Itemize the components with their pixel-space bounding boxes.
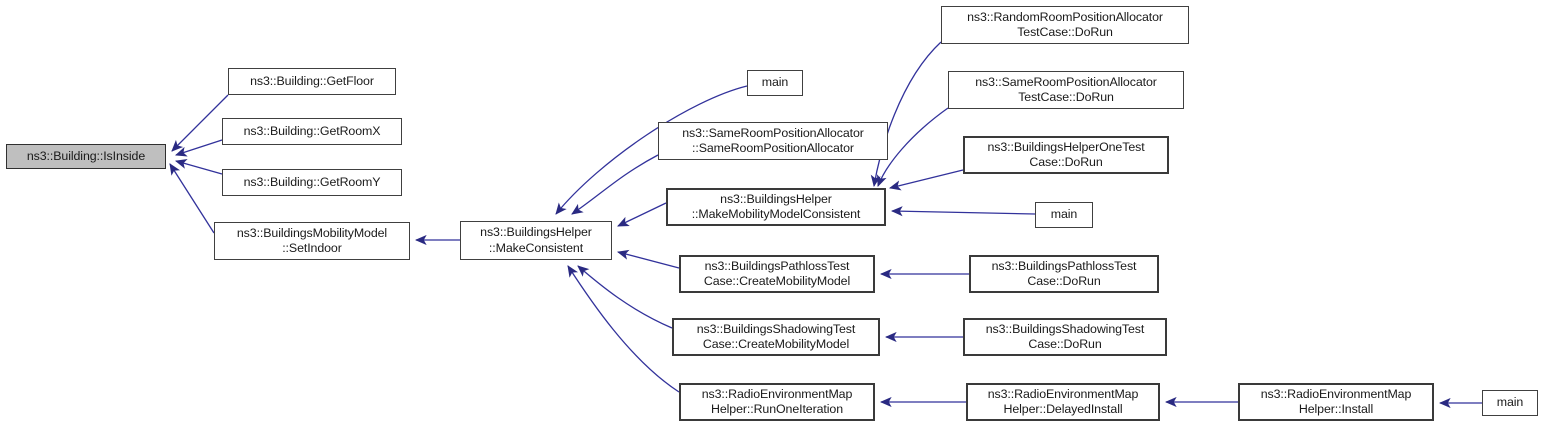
graph-node-set_indoor[interactable]: ns3::BuildingsMobilityModel ::SetIndoor xyxy=(214,222,410,260)
graph-node-same_room_ctor[interactable]: ns3::SameRoomPositionAllocator ::SameRoo… xyxy=(658,122,888,160)
graph-edge xyxy=(174,159,223,175)
graph-edge xyxy=(567,265,680,393)
graph-node-make_mobility_model_consistent[interactable]: ns3::BuildingsHelper ::MakeMobilityModel… xyxy=(666,188,886,226)
graph-node-pathloss_dorun[interactable]: ns3::BuildingsPathlossTest Case::DoRun xyxy=(969,255,1159,293)
graph-node-get_room_y[interactable]: ns3::Building::GetRoomY xyxy=(222,169,402,196)
graph-edge xyxy=(175,139,223,157)
graph-edge xyxy=(888,169,964,191)
graph-node-rem_run_one_iteration[interactable]: ns3::RadioEnvironmentMap Helper::RunOneI… xyxy=(679,383,875,421)
graph-node-get_floor[interactable]: ns3::Building::GetFloor xyxy=(228,68,396,95)
graph-node-random_room_dorun[interactable]: ns3::RandomRoomPositionAllocator TestCas… xyxy=(941,6,1189,44)
graph-node-shadowing_create[interactable]: ns3::BuildingsShadowingTest Case::Create… xyxy=(672,318,880,356)
graph-node-is_inside[interactable]: ns3::Building::IsInside xyxy=(6,144,166,169)
graph-node-rem_delayed_install[interactable]: ns3::RadioEnvironmentMap Helper::Delayed… xyxy=(966,383,1160,421)
graph-node-same_room_dorun[interactable]: ns3::SameRoomPositionAllocator TestCase:… xyxy=(948,71,1184,109)
graph-node-pathloss_create[interactable]: ns3::BuildingsPathlossTest Case::CreateM… xyxy=(679,255,875,293)
graph-edge xyxy=(577,265,673,329)
graph-node-get_room_x[interactable]: ns3::Building::GetRoomX xyxy=(222,118,402,145)
graph-edge xyxy=(571,154,659,215)
graph-edge xyxy=(877,107,949,187)
graph-node-main_top[interactable]: main xyxy=(747,70,803,96)
graph-edge xyxy=(171,94,229,152)
graph-edge xyxy=(617,202,667,227)
graph-edge xyxy=(890,206,1036,217)
graph-node-main_right[interactable]: main xyxy=(1482,390,1538,416)
graph-node-main_mid[interactable]: main xyxy=(1035,202,1093,228)
graph-node-shadowing_dorun[interactable]: ns3::BuildingsShadowingTest Case::DoRun xyxy=(963,318,1167,356)
graph-node-buildings_helper_one_dorun[interactable]: ns3::BuildingsHelperOneTest Case::DoRun xyxy=(963,136,1169,174)
graph-edge xyxy=(870,41,942,188)
graph-edge xyxy=(616,249,680,269)
graph-node-rem_install[interactable]: ns3::RadioEnvironmentMap Helper::Install xyxy=(1238,383,1434,421)
graph-node-make_consistent[interactable]: ns3::BuildingsHelper ::MakeConsistent xyxy=(460,221,612,260)
graph-edge xyxy=(169,163,215,234)
